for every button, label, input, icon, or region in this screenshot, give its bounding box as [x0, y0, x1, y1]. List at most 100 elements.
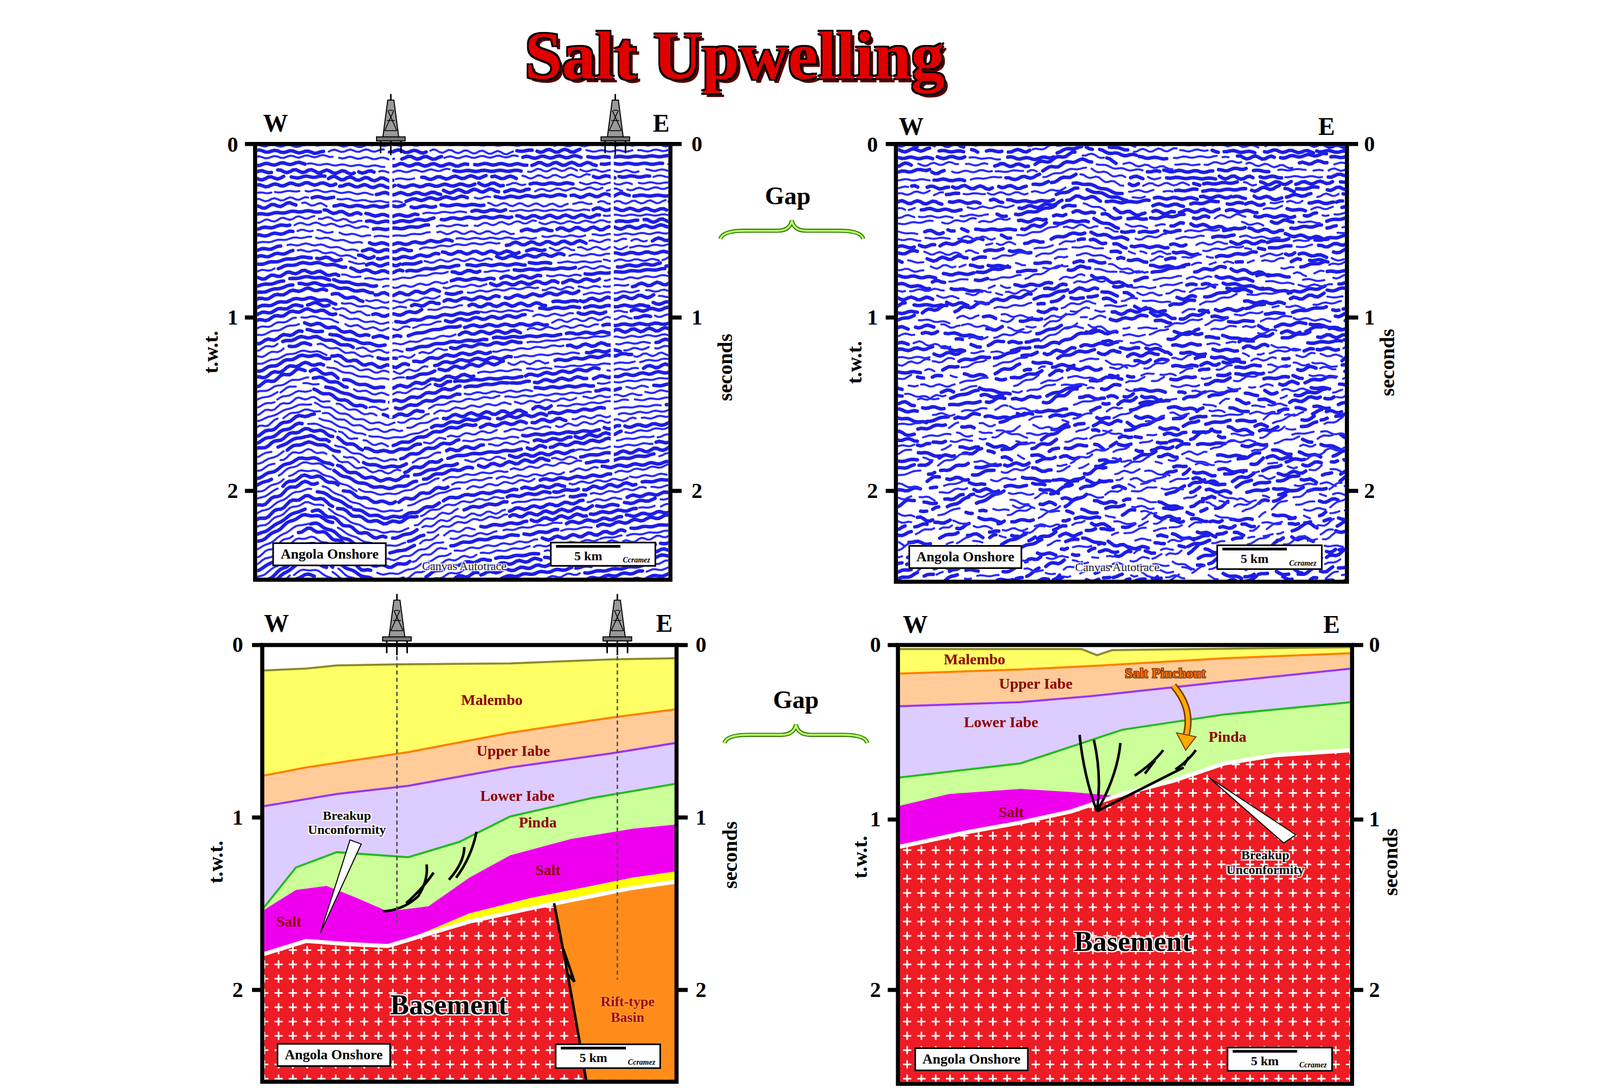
author-credit: Ccramez: [622, 555, 651, 565]
author-credit: Ccramez: [1288, 558, 1317, 568]
seismic-section: [897, 146, 1345, 580]
axis-title: seconds: [1379, 828, 1403, 897]
pointer-arrow: [1209, 777, 1297, 844]
callout-label: Breakup Unconformity: [292, 808, 401, 838]
axis-title: t.w.t.: [849, 835, 872, 879]
horizon-line: [264, 658, 675, 671]
axis-title: t.w.t.: [204, 840, 228, 884]
direction-label: E: [656, 609, 673, 638]
axis-tick-label: 0: [1363, 132, 1375, 157]
scale-length: 5 km: [560, 1046, 626, 1065]
watermark: Canvas Autotrace: [1074, 560, 1160, 574]
axis-tick-label: 1: [1369, 807, 1381, 832]
author-credit: Ccramez: [1299, 1060, 1327, 1070]
axis-tick-label: 2: [866, 478, 878, 503]
watermark: Canvas Autotrace: [422, 559, 507, 573]
direction-label: E: [1323, 610, 1340, 639]
well-trace: [390, 153, 613, 465]
horizon-line: [899, 702, 1351, 778]
layer-name: Upper Iabe: [476, 742, 550, 760]
horizon-line: [264, 742, 675, 807]
scale-length: 5 km: [1232, 1050, 1298, 1068]
axis-title: t.w.t.: [843, 340, 867, 384]
axis-tick-label: 1: [1363, 305, 1375, 330]
derrick-icon: [603, 593, 632, 656]
seismic-section: [257, 146, 669, 579]
layer-name: Upper Iabe: [999, 675, 1073, 692]
axis-tick-label: 2: [232, 977, 244, 1002]
layer-name: Rift-type Basin: [586, 994, 669, 1026]
layer-name: Basement: [390, 989, 508, 1021]
axis-tick-label: 1: [866, 305, 878, 330]
horizon-line: [264, 784, 675, 909]
gap-label: Gap: [773, 686, 819, 715]
layer-name: Lower Iabe: [480, 787, 555, 805]
axis-tick-label: 0: [232, 632, 244, 657]
axis-tick-label: 1: [691, 305, 703, 330]
direction-label: E: [1318, 112, 1336, 141]
derrick-icon: [600, 93, 630, 155]
direction-label: W: [262, 109, 288, 138]
scale-bar-box: 5 kmCcramez: [554, 1043, 662, 1069]
axis-tick-label: 1: [695, 805, 707, 830]
scale-length: 5 km: [1222, 547, 1287, 566]
panel-frame: [244, 144, 1364, 1085]
scale-bar-box: 5 kmCcramez: [1216, 544, 1323, 570]
location-name: Angola Onshore: [284, 1046, 383, 1063]
direction-label: W: [902, 610, 928, 639]
location-name: Angola Onshore: [280, 546, 379, 562]
direction-label: W: [898, 112, 924, 141]
layer-name: Malembo: [943, 650, 1006, 668]
axis-title: seconds: [719, 821, 743, 890]
gap-label: Gap: [765, 182, 811, 210]
direction-label: W: [263, 609, 289, 638]
layer-name: Malembo: [461, 691, 523, 709]
seismic-trace: [897, 146, 1345, 580]
callout-label: Breakup Unconformity: [1210, 847, 1320, 877]
basement: [899, 749, 1351, 1082]
layer-name: Salt: [276, 912, 302, 930]
pointer-arrow: [320, 839, 361, 933]
gap-brace: [720, 220, 868, 743]
layer-name: Basement: [1073, 926, 1192, 958]
seismic-trace: [257, 146, 669, 579]
callout-label: Salt Pinchout: [1124, 665, 1207, 682]
axis-title: t.w.t.: [199, 330, 223, 374]
axis-tick-label: 0: [227, 132, 238, 157]
axis-title: seconds: [1376, 328, 1399, 397]
axis-tick-label: 2: [1369, 977, 1381, 1002]
axis-tick-label: 1: [227, 305, 238, 330]
axis-tick-label: 1: [232, 805, 244, 830]
axis-tick-label: 2: [691, 478, 703, 503]
location-box: Angola Onshore: [272, 542, 387, 567]
title: Salt Upwelling: [524, 18, 945, 93]
direction-label: E: [652, 109, 670, 138]
axis-tick-label: 0: [695, 632, 707, 657]
derrick-icon: [376, 93, 406, 155]
geologic-section: [899, 646, 1351, 1082]
pointer-arrow: [1173, 685, 1189, 737]
scale-bar-box: 5 kmCcramez: [549, 541, 657, 567]
derrick-icon: [382, 593, 412, 656]
location-box: Angola Onshore: [276, 1043, 391, 1067]
axis-tick-label: 0: [691, 132, 703, 157]
axis-title: seconds: [714, 333, 737, 402]
layer-name: Salt: [535, 862, 561, 879]
axis-tick-label: 2: [1363, 478, 1375, 503]
axis-tick-label: 1: [870, 807, 882, 832]
location-box: Angola Onshore: [914, 1047, 1029, 1072]
axis-tick-label: 2: [870, 977, 882, 1002]
well-trace: [397, 649, 618, 980]
unconformity-line: [899, 749, 1351, 847]
layer-name: Salt: [998, 804, 1025, 821]
location-name: Angola Onshore: [922, 1051, 1021, 1067]
pointer-arrow: [1173, 685, 1189, 737]
geologic-section: [264, 646, 675, 1080]
layer-name: Pinda: [1208, 728, 1247, 746]
axis-tick-label: 0: [870, 632, 882, 657]
layer-name: Pinda: [518, 814, 557, 832]
axis-tick-label: 0: [866, 132, 878, 157]
